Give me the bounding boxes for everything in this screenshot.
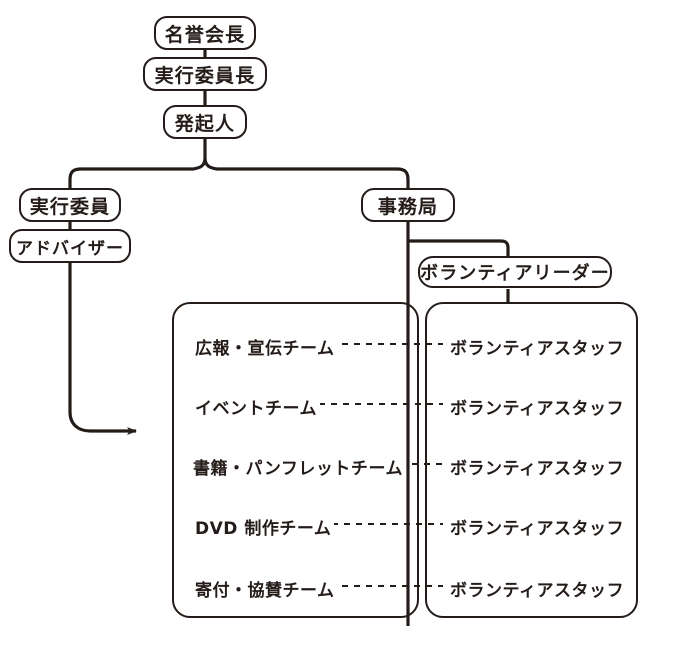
node-advisor-label: アドバイザー (15, 238, 125, 259)
staff-row-label: ボランティアスタッフ (447, 454, 628, 479)
node-executive-chair[interactable]: 実行委員長 (143, 57, 267, 91)
staff-row-label: ボランティアスタッフ (447, 576, 628, 601)
node-secretariat-label: 事務局 (377, 195, 439, 218)
team-row-label: 寄付・協賛チーム (192, 576, 338, 601)
link-secretariat-to-volunteer-leader (408, 239, 510, 256)
node-secretariat[interactable]: 事務局 (361, 188, 455, 222)
team-row-label: DVD 制作チーム (192, 514, 335, 539)
node-advisor[interactable]: アドバイザー (9, 229, 131, 263)
team-row-label: 広報・宣伝チーム (192, 334, 338, 359)
teams-group-box (172, 302, 419, 618)
link-advisor-to-teams (68, 261, 137, 435)
team-row-label: イベントチーム (192, 394, 321, 419)
node-volunteer-leader-label: ボランティアリーダー (420, 263, 610, 284)
node-volunteer-leader[interactable]: ボランティアリーダー (418, 256, 612, 288)
node-committee-member[interactable]: 実行委員 (19, 188, 121, 222)
fork-brace-right (203, 157, 410, 190)
node-founder[interactable]: 発起人 (163, 105, 247, 139)
node-committee-member-label: 実行委員 (29, 195, 111, 218)
node-founder-label: 発起人 (174, 112, 236, 135)
team-row-label: 書籍・パンフレットチーム (190, 454, 406, 479)
staff-row-label: ボランティアスタッフ (447, 394, 628, 419)
node-honorary-chair[interactable]: 名誉会長 (154, 16, 256, 50)
volunteer-staff-group-box (425, 302, 638, 618)
fork-brace (68, 157, 207, 190)
node-honorary-chair-label: 名誉会長 (164, 23, 246, 46)
staff-row-label: ボランティアスタッフ (447, 514, 628, 539)
staff-row-label: ボランティアスタッフ (447, 334, 628, 359)
node-executive-chair-label: 実行委員長 (154, 64, 256, 87)
